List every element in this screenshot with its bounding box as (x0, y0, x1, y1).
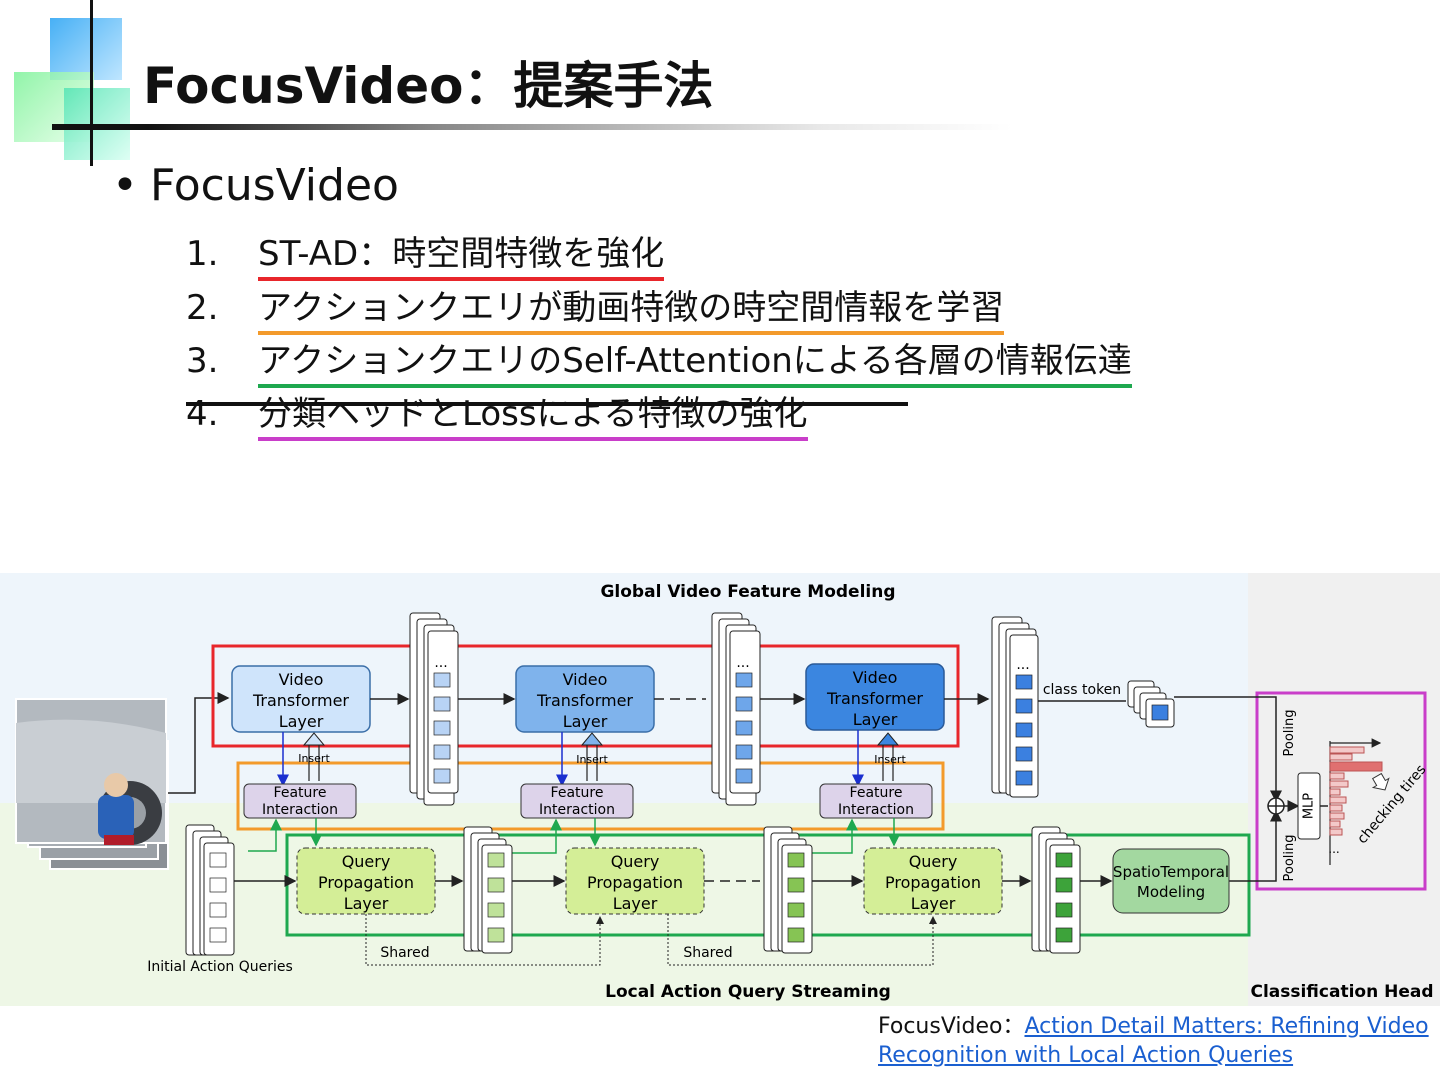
initial-query-stack (185, 824, 235, 956)
list-text: アクションクエリが動画特徴の時空間情報を学習 (258, 280, 1005, 335)
highlight-box-orange (236, 761, 945, 831)
strikethrough-line (186, 402, 908, 406)
svg-text:...: ... (1016, 657, 1029, 673)
list-item-1: 1. ST-AD：時空間特徴を強化 (186, 226, 665, 281)
feature-stack-3: ... (991, 616, 1039, 798)
list-text: 分類ヘッドとLossによる特徴の強化 (258, 386, 808, 441)
bullet-focusvideo: •FocusVideo (112, 160, 399, 211)
list-text: アクションクエリのSelf-Attentionによる各層の情報伝達 (258, 333, 1132, 388)
paper-link[interactable]: Action Detail Matters: Refining Video Re… (878, 1014, 1429, 1068)
feature-stack-1: ... (409, 612, 459, 806)
pooling-label-top: Pooling (1282, 710, 1297, 757)
query-stack-3 (1031, 826, 1081, 954)
corner-square-blue (50, 18, 122, 80)
list-number: 1. (186, 234, 219, 274)
list-item-2: 2. アクションクエリが動画特徴の時空間情報を学習 (186, 280, 1005, 335)
query-stack-1 (463, 826, 513, 954)
list-item-4: 4. 分類ヘッドとLossによる特徴の強化 (186, 386, 808, 441)
highlight-box-magenta (1255, 691, 1427, 891)
class-token-label: class token (1043, 682, 1121, 698)
feature-stack-2: ... (711, 612, 761, 806)
list-number: 4. (186, 394, 219, 434)
list-number: 2. (186, 288, 219, 328)
list-item-3: 3. アクションクエリのSelf-Attentionによる各層の情報伝達 (186, 333, 1132, 388)
bullet-dot: • (112, 160, 138, 211)
list-text: ST-AD：時空間特徴を強化 (258, 226, 665, 281)
shared-label-1: Shared (380, 945, 429, 961)
reference-citation: FocusVideo：Action Detail Matters: Refini… (878, 1012, 1438, 1070)
svg-text:...: ... (736, 655, 749, 671)
insert-label-3: Insert (874, 753, 906, 766)
input-video-frames (15, 698, 169, 870)
svg-text:...: ... (434, 655, 447, 671)
pooling-label-bottom: Pooling (1282, 835, 1297, 882)
reference-prefix: FocusVideo： (878, 1014, 1025, 1039)
highlight-box-red (211, 644, 960, 748)
query-stack-2 (763, 826, 813, 954)
head-region-bg (1248, 573, 1440, 1006)
focusvideo-architecture-diagram: Global Video Feature Modeling Local Acti… (0, 573, 1440, 1006)
head-ellipsis: ... (1328, 842, 1339, 856)
bullet-text: FocusVideo (150, 160, 399, 211)
head-label: Classification Head (1250, 982, 1433, 1002)
mlp-label: MLP (1302, 793, 1317, 819)
insert-label-2: Insert (576, 753, 608, 766)
title-underline (52, 124, 1012, 130)
class-token: class token (1043, 680, 1175, 728)
insert-connections: Insert Insert Insert (277, 730, 906, 787)
shared-connections: Shared Shared (365, 914, 937, 966)
insert-label-1: Insert (298, 752, 330, 765)
corner-vertical-line (90, 0, 93, 166)
local-label: Local Action Query Streaming (605, 982, 891, 1002)
global-label: Global Video Feature Modeling (600, 582, 895, 602)
shared-label-2: Shared (683, 945, 732, 961)
interaction-connections (248, 818, 900, 854)
initial-queries-label: Initial Action Queries (147, 959, 293, 975)
list-number: 3. (186, 341, 219, 381)
slide-title: FocusVideo：提案手法 (143, 57, 714, 115)
